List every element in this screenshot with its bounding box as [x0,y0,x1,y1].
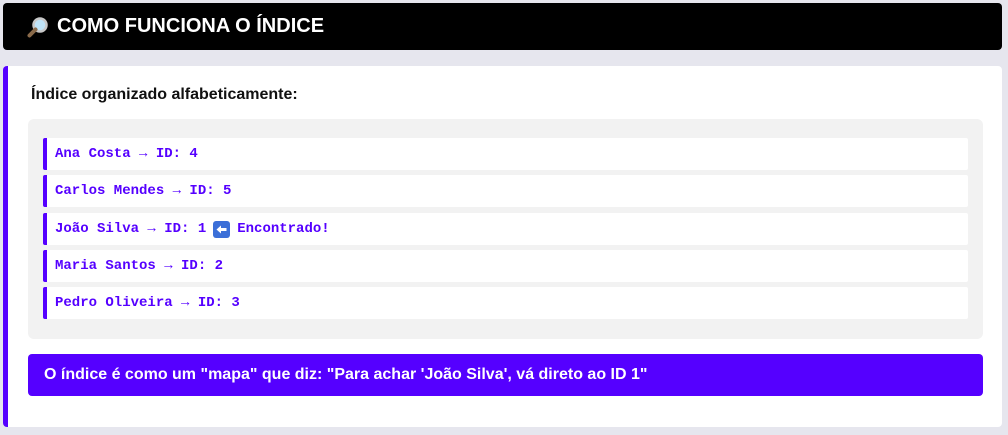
back-arrow-icon [213,220,231,238]
page-title: COMO FUNCIONA O ÍNDICE [57,15,325,37]
index-note-text: O índice é como um "mapa" que diz: "Para… [44,366,648,383]
index-note-banner: O índice é como um "mapa" que diz: "Para… [28,354,983,396]
found-label: Encontrado! [237,221,330,237]
index-entry-joao-silva: João Silva → ID: 1 Encontrado! [43,213,968,245]
index-entry-text: Ana Costa → ID: 4 [55,146,198,162]
page-header: COMO FUNCIONA O ÍNDICE [3,3,1002,50]
index-subtitle: Índice organizado alfabeticamente: [31,86,298,103]
index-entry-text: João Silva → ID: 1 [55,221,207,237]
index-entry-ana-costa: Ana Costa → ID: 4 [43,138,968,170]
index-explanation-card: Índice organizado alfabeticamente: Ana C… [3,66,1002,427]
magnifier-icon [25,14,51,40]
index-entry-maria-santos: Maria Santos → ID: 2 [43,250,968,282]
index-entry-text: Maria Santos → ID: 2 [55,258,224,274]
index-entry-carlos-mendes: Carlos Mendes → ID: 5 [43,175,968,207]
index-entry-text: Pedro Oliveira → ID: 3 [55,295,240,311]
index-list: Ana Costa → ID: 4 Carlos Mendes → ID: 5 … [28,119,983,339]
index-entry-text: Carlos Mendes → ID: 5 [55,183,232,199]
index-entry-pedro-oliveira: Pedro Oliveira → ID: 3 [43,287,968,319]
